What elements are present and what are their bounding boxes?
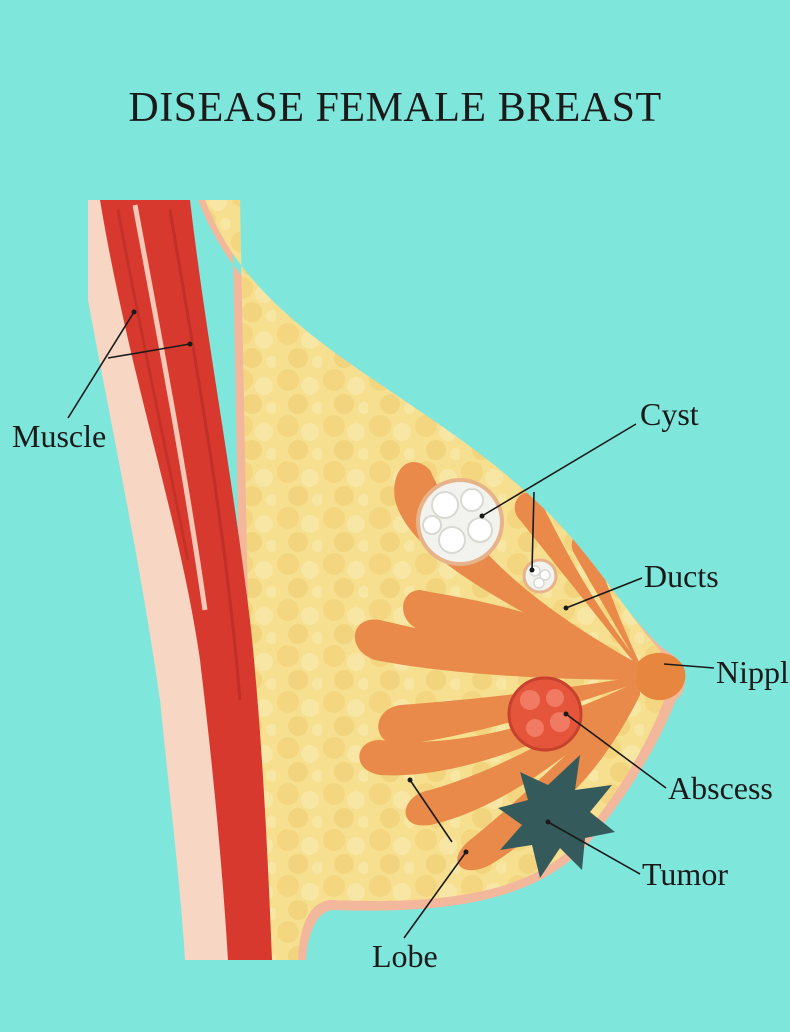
label-abscess: Abscess	[668, 770, 773, 807]
label-nipple: Nipple	[716, 654, 790, 691]
leader-dot	[408, 778, 413, 783]
label-ducts: Ducts	[644, 558, 719, 595]
label-lobe: Lobe	[372, 938, 438, 975]
leader-dot	[564, 712, 569, 717]
diagram-title: DISEASE FEMALE BREAST	[0, 84, 790, 132]
cyst-large	[418, 480, 502, 564]
leader-dot	[480, 514, 485, 519]
leader-dot	[546, 820, 551, 825]
cyst-small	[524, 560, 556, 592]
leader-dot	[564, 606, 569, 611]
label-muscle: Muscle	[12, 418, 106, 455]
leader-dot	[188, 342, 193, 347]
leader-dot	[132, 310, 137, 315]
label-cyst: Cyst	[640, 396, 699, 433]
abscess-mass	[509, 678, 581, 750]
leader-dot	[530, 568, 535, 573]
label-tumor: Tumor	[642, 856, 728, 893]
leader-dot	[464, 850, 469, 855]
cyst-leader-line	[482, 424, 636, 516]
